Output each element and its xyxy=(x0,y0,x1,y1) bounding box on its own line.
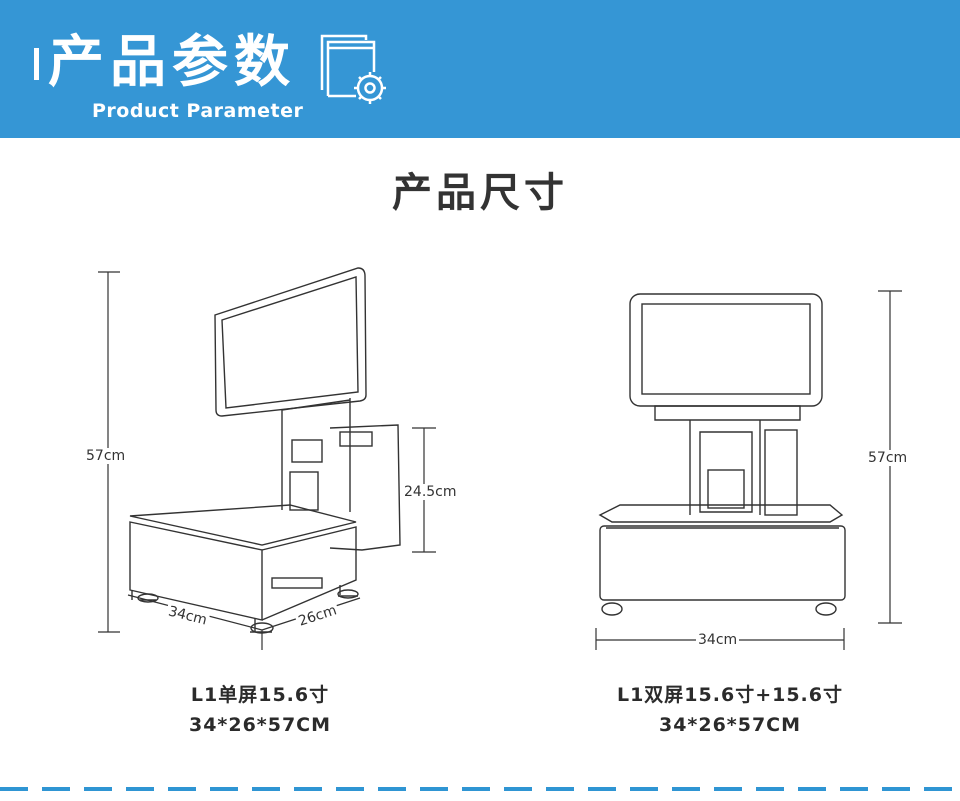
product-size: 34*26*57CM xyxy=(188,714,332,736)
dimension-lines xyxy=(98,271,902,650)
product-name: L1单屏15.6寸 xyxy=(190,684,330,706)
caption-dual: L1双屏15.6寸+15.6寸 34*26*57CM xyxy=(580,680,880,740)
header-title: 产品参数 xyxy=(48,30,296,95)
header-banner: 产品参数 Product Parameter xyxy=(0,0,960,138)
caption-single: L1单屏15.6寸 34*26*57CM xyxy=(110,680,410,740)
dim-width-right: 34cm xyxy=(696,632,740,648)
dashed-divider xyxy=(0,787,960,791)
header-subtitle: Product Parameter xyxy=(92,100,304,122)
section-title: 产品尺寸 xyxy=(392,170,568,216)
product-size: 34*26*57CM xyxy=(658,714,802,736)
dim-height-left: 57cm xyxy=(84,448,128,464)
settings-document-icon xyxy=(320,34,386,104)
single-screen-scale-drawing xyxy=(129,267,401,634)
dim-height-right: 57cm xyxy=(866,450,910,466)
title-bar-mark xyxy=(34,48,39,80)
product-name: L1双屏15.6寸+15.6寸 xyxy=(616,684,843,706)
dim-printer-height: 24.5cm xyxy=(402,484,459,500)
dual-screen-scale-drawing xyxy=(598,293,846,616)
